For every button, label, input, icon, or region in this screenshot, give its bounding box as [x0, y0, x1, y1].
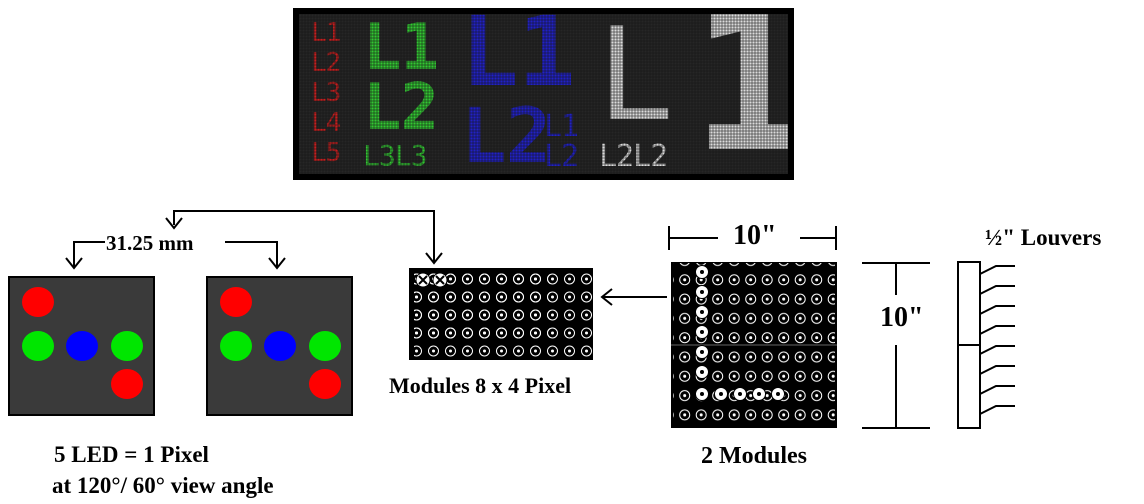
two-modules [671, 262, 837, 428]
view-angle-label: at 120°/ 60° view angle [52, 473, 274, 498]
sign-red-line-5: L5 [311, 138, 341, 168]
pitch-bracket [65, 241, 286, 270]
module-8x4 [409, 268, 594, 360]
height-dimension [862, 262, 930, 429]
led-blue [264, 331, 296, 361]
led-red-bottom [111, 369, 143, 399]
led-green-right [111, 331, 143, 361]
led-panel-left [8, 276, 155, 416]
led-sign-face: L1 L2 L3 L4 L5 L1 L2 L3L3 L1 L2 L1 L2 L … [299, 14, 788, 174]
louvers [957, 261, 1015, 429]
sign-white-large: L [597, 14, 674, 150]
sign-green-large-2: L2 [363, 71, 439, 145]
sign-red-line-3: L3 [311, 78, 341, 108]
two-modules-label: 2 Modules [701, 443, 808, 469]
led-red-top [220, 287, 252, 317]
sign-blue-small-2: L2 [544, 139, 579, 174]
led-red-bottom [309, 369, 341, 399]
led-green-left [22, 331, 54, 361]
sign-blue-large-2: L2 [461, 91, 552, 174]
width-dimension-label: 10" [733, 220, 777, 251]
led-green-left [220, 331, 252, 361]
sign-green-small: L3L3 [363, 139, 427, 172]
module-link-arrow [600, 288, 667, 306]
led-sign: L1 L2 L3 L4 L5 L1 L2 L3L3 L1 L2 L1 L2 L … [293, 8, 794, 180]
led-green-right [309, 331, 341, 361]
louvers-label: ½" Louvers [985, 225, 1102, 250]
sign-white-small: L2L2 [599, 139, 668, 174]
led-pixel-label: 5 LED = 1 Pixel [54, 442, 209, 467]
sign-green-large-1: L1 [363, 14, 439, 85]
led-blue [66, 331, 98, 361]
pitch-label: 31.25 mm [106, 231, 194, 255]
sign-red-line-2: L2 [311, 48, 341, 78]
height-dimension-label: 10" [880, 302, 924, 333]
sign-white-huge: 1 [691, 14, 788, 174]
connector-arrow [165, 210, 443, 265]
sign-blue-large-1: L1 [461, 14, 576, 108]
modules-8x4-label: Modules 8 x 4 Pixel [389, 373, 572, 398]
sign-red-line-1: L1 [311, 18, 341, 48]
sign-red-line-4: L4 [311, 108, 341, 138]
sign-blue-small-1: L1 [544, 109, 579, 144]
led-red-top [22, 287, 54, 317]
width-dimension [668, 226, 837, 250]
led-panel-right [206, 276, 353, 416]
